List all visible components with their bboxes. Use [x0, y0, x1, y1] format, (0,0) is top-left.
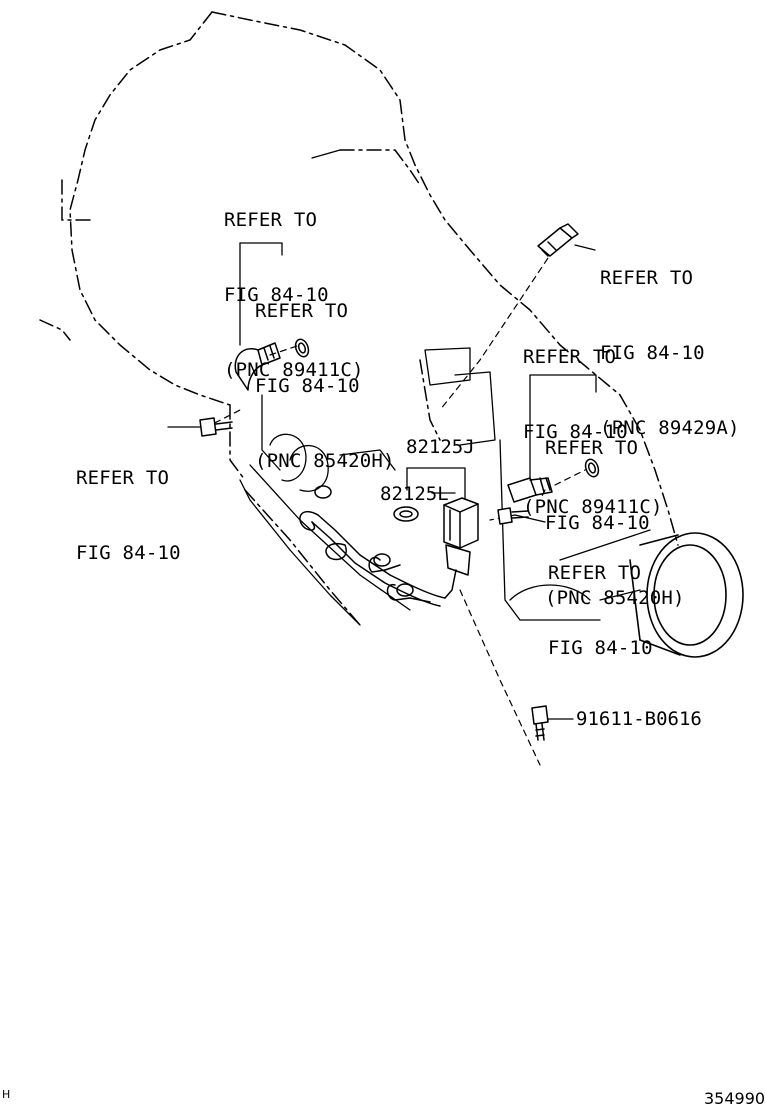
part-number-82125j: 82125J: [406, 436, 475, 458]
callout-line: REFER TO: [76, 467, 170, 489]
corner-mark: H: [2, 1088, 11, 1101]
sensor-left: [234, 338, 310, 391]
o-ring-82125l: [393, 506, 419, 522]
connector-82125j: [443, 497, 479, 599]
part-number-82125l: 82125L: [380, 483, 449, 505]
callout-line: FIG 84-10: [545, 512, 650, 534]
bolt-right: [497, 507, 529, 525]
callout-line: (PNC 89429A): [600, 417, 740, 439]
sensor-right: [507, 458, 600, 503]
callout-line: REFER TO: [548, 562, 642, 584]
callout-left-inner: REFER TO FIG 84-10 (PNC 85420H): [255, 249, 395, 524]
callout-line: REFER TO: [224, 209, 318, 231]
callout-line: REFER TO: [600, 267, 694, 289]
callout-right-inner: REFER TO FIG 84-10 (PNC 85420H): [545, 386, 685, 661]
callout-line: (PNC 89411C): [523, 496, 663, 518]
callout-line: FIG 84-10: [523, 421, 628, 443]
callout-line: FIG 84-10: [548, 637, 653, 659]
callout-line: FIG 84-10: [76, 542, 181, 564]
callout-right-bolt: REFER TO FIG 84-10: [548, 511, 653, 711]
output-flange: [629, 532, 744, 658]
bolt-left: [199, 417, 233, 437]
callout-line: (PNC 85420H): [255, 450, 395, 472]
speed-sensor-top: [537, 223, 579, 257]
callout-line: REFER TO: [523, 346, 617, 368]
callout-line: (PNC 85420H): [545, 587, 685, 609]
callout-line: REFER TO: [545, 437, 639, 459]
callout-left-upper: REFER TO FIG 84-10 (PNC 89411C): [224, 158, 364, 433]
callout-line: FIG 84-10: [224, 284, 329, 306]
housing-outline: [39, 11, 679, 626]
callout-right-mid: REFER TO FIG 84-10 (PNC 89411C): [523, 295, 663, 570]
callout-line: REFER TO: [255, 300, 349, 322]
callout-right-top: REFER TO FIG 84-10 (PNC 89429A): [600, 216, 740, 491]
callout-line: FIG 84-10: [600, 342, 705, 364]
housing-body: [239, 347, 651, 626]
callout-left-bolt: REFER TO FIG 84-10: [76, 416, 181, 616]
part-number-91611: 91611-B0616: [576, 708, 702, 730]
illustration-number: 354990: [704, 1089, 765, 1108]
callout-line: (PNC 89411C): [224, 359, 364, 381]
wire-harness: [299, 485, 446, 607]
bolt-91611: [531, 705, 549, 741]
leader-lines: [167, 149, 597, 720]
callout-line: FIG 84-10: [255, 375, 360, 397]
